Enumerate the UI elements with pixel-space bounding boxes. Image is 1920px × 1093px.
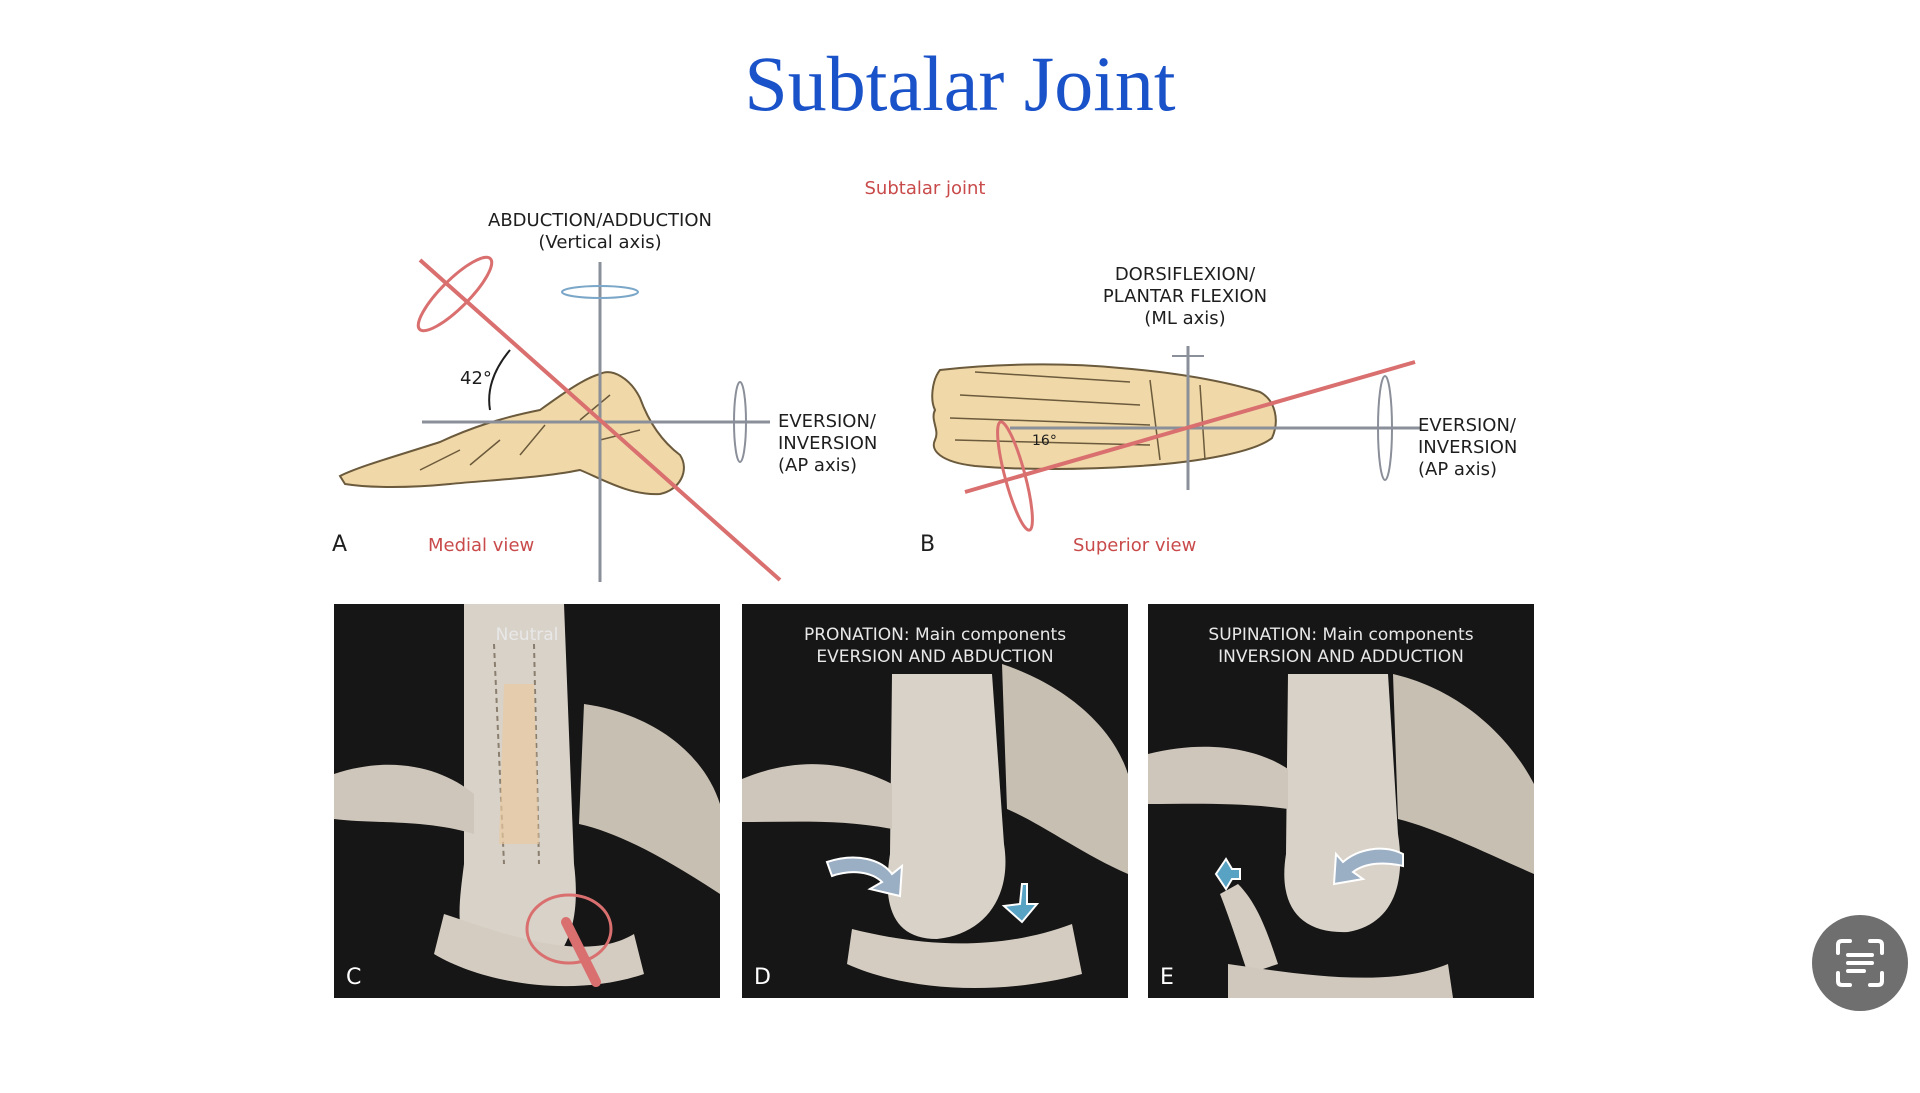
photo-caption-neutral-line1: Neutral: [495, 625, 559, 645]
ap-axis-label-b-line2: INVERSION: [1418, 437, 1518, 458]
photo-caption-supination-line1: SUPINATION: Main components: [1208, 625, 1474, 645]
slide-title: Subtalar Joint: [744, 40, 1176, 127]
subtalar-rotation-icon-b: [996, 420, 1034, 532]
ml-axis-label-line1: DORSIFLEXION/: [1114, 264, 1256, 285]
ap-axis-label-b: EVERSION/ INVERSION (AP axis): [1418, 415, 1517, 481]
vertical-axis-label: ABDUCTION/ADDUCTION (Vertical axis): [470, 210, 730, 254]
photo-panel-pronation: PRONATION: Main components EVERSION AND …: [742, 604, 1128, 998]
photo-panel-supination: SUPINATION: Main components INVERSION AN…: [1148, 604, 1534, 998]
photo-letter-c: C: [346, 965, 362, 990]
vertical-axis-rotation-icon: [561, 285, 639, 299]
ap-axis-rotation-icon-a: [733, 381, 747, 463]
photo-caption-pronation-line2: EVERSION AND ABDUCTION: [816, 647, 1054, 667]
ml-axis-label: DORSIFLEXION/ PLANTAR FLEXION (ML axis): [1080, 264, 1290, 330]
ap-axis-label-a-line2: INVERSION: [778, 433, 878, 454]
superior-view-label: Superior view: [1073, 535, 1197, 556]
ap-axis-rotation-icon-b: [1377, 375, 1393, 481]
photo-letter-e: E: [1160, 965, 1174, 990]
scan-text-icon: [1836, 939, 1884, 987]
ap-axis-label-a-line1: EVERSION/: [778, 411, 876, 432]
vertical-axis-label-line2: (Vertical axis): [538, 232, 662, 253]
ap-axis-label-a: EVERSION/ INVERSION (AP axis): [778, 411, 877, 477]
diagram-heading: Subtalar joint: [864, 178, 986, 199]
photo-caption-supination-line2: INVERSION AND ADDUCTION: [1218, 647, 1464, 667]
subtalar-axis-a: [418, 258, 782, 582]
photo-caption-pronation-line1: PRONATION: Main components: [803, 625, 1067, 645]
subtalar-rotation-icon-a: [416, 255, 494, 333]
ml-axis-label-line3: (ML axis): [1144, 308, 1226, 329]
superior-view-foot: [931, 363, 1277, 470]
scan-text-button[interactable]: [1812, 915, 1908, 1011]
medial-view-label: Medial view: [428, 535, 535, 556]
ap-axis-label-a-line3: (AP axis): [778, 455, 857, 476]
angle-label-a: 42°: [460, 368, 492, 389]
photo-caption-supination: SUPINATION: Main components INVERSION AN…: [1148, 624, 1534, 668]
panel-letter-b: B: [920, 532, 936, 557]
ap-axis-label-b-line1: EVERSION/: [1418, 415, 1516, 436]
photo-caption-neutral: Neutral: [334, 624, 720, 646]
photo-panel-neutral: Neutral C: [334, 604, 720, 998]
ap-axis-label-b-line3: (AP axis): [1418, 459, 1497, 480]
medial-view-foot: [338, 371, 685, 496]
panel-letter-a: A: [332, 532, 348, 557]
subtalar-diagram: [338, 255, 1420, 582]
angle-arc-a: [488, 349, 511, 411]
photo-letter-d: D: [754, 965, 771, 990]
vertical-axis-label-line1: ABDUCTION/ADDUCTION: [488, 210, 712, 231]
ml-axis-label-line2: PLANTAR FLEXION: [1102, 286, 1268, 307]
photo-caption-pronation: PRONATION: Main components EVERSION AND …: [742, 624, 1128, 668]
angle-label-b: 16°: [1032, 433, 1057, 449]
subtalar-axis-b: [964, 360, 1416, 494]
